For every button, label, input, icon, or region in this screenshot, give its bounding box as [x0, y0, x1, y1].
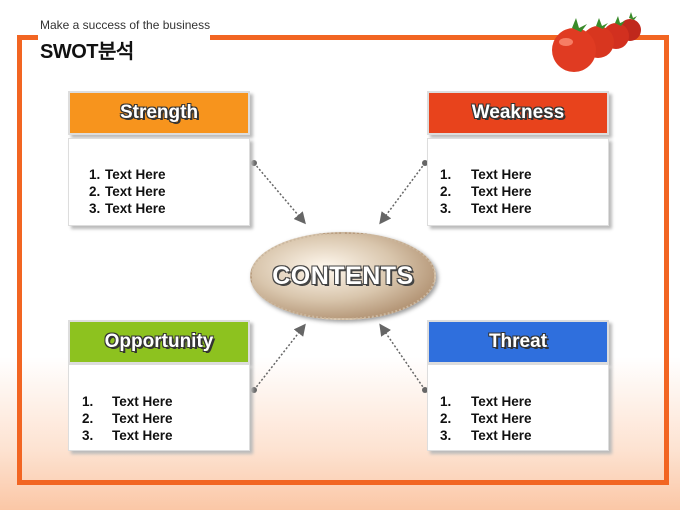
frame-top-left	[17, 35, 38, 40]
opportunity-list: 1.Text Here 2.Text Here 3.Text Here	[68, 364, 250, 451]
list-item: 2.Text Here	[440, 184, 532, 199]
contents-label: CONTENTS	[272, 261, 414, 290]
contents-oval: CONTENTS	[250, 232, 436, 320]
threat-list: 1.Text Here 2.Text Here 3.Text Here	[427, 364, 609, 451]
list-item: 2.Text Here	[82, 411, 173, 426]
weakness-title: Weakness	[471, 102, 565, 123]
weakness-header: Weakness	[427, 91, 609, 135]
frame-top-right	[210, 35, 669, 40]
list-item: 1.Text Here	[440, 394, 532, 409]
strength-list: 1.Text Here 2.Text Here 3.Text Here	[68, 138, 250, 226]
tomatoes-icon	[552, 12, 641, 72]
list-item: 3.Text Here	[440, 201, 532, 216]
list-item: 1.Text Here	[89, 167, 166, 182]
list-item: 3.Text Here	[82, 428, 173, 443]
strength-header: Strength	[68, 91, 250, 135]
tagline: Make a success of the business	[40, 18, 211, 32]
weakness-list: 1.Text Here 2.Text Here 3.Text Here	[427, 138, 609, 226]
list-item: 3.Text Here	[440, 428, 532, 443]
list-item: 2.Text Here	[440, 411, 532, 426]
threat-title: Threat	[488, 331, 548, 352]
list-item: 1.Text Here	[440, 167, 532, 182]
list-item: 2.Text Here	[89, 184, 166, 199]
strength-title: Strength	[119, 102, 199, 123]
opportunity-header: Opportunity	[68, 320, 250, 364]
opportunity-title: Opportunity	[104, 331, 214, 352]
list-item: 1.Text Here	[82, 394, 173, 409]
page-title: SWOT분석	[40, 35, 138, 64]
slide-frame	[17, 35, 669, 485]
list-item: 3.Text Here	[89, 201, 166, 216]
threat-header: Threat	[427, 320, 609, 364]
